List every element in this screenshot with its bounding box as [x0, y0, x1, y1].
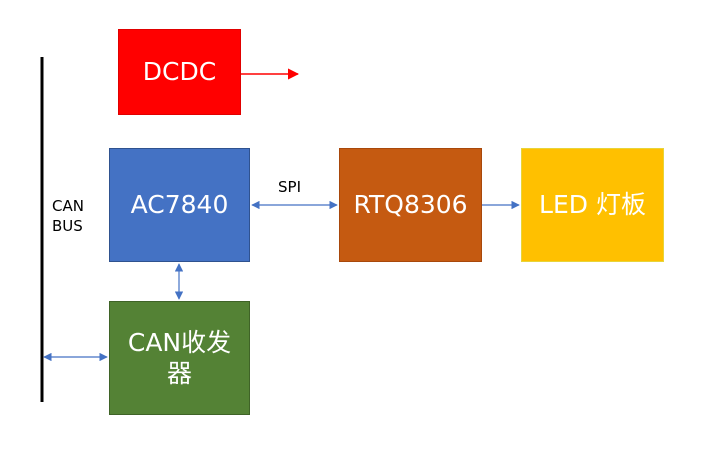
dcdc-block: DCDC — [118, 29, 241, 115]
can-transceiver-block: CAN收发器 — [109, 301, 250, 415]
can-transceiver-label: CAN收发器 — [127, 327, 232, 388]
led-driver-block: RTQ8306 — [339, 148, 482, 262]
spi-label: SPI — [278, 178, 301, 196]
can-bus-label: CAN BUS — [52, 197, 84, 236]
dcdc-label: DCDC — [142, 57, 217, 87]
mcu-block: AC7840 — [109, 148, 250, 262]
led-panel-label: LED 灯板 — [539, 190, 646, 220]
led-panel-block: LED 灯板 — [521, 148, 664, 262]
mcu-label: AC7840 — [130, 190, 229, 220]
led-driver-label: RTQ8306 — [353, 190, 468, 220]
